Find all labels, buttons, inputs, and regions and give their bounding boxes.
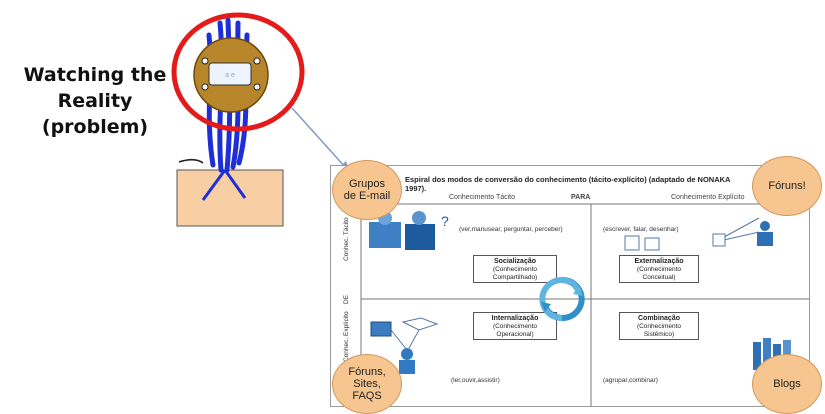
internalizacao-actions: (ler,ouvir,assistir) xyxy=(451,377,500,384)
reader-icon xyxy=(370,317,439,374)
row-label-explicit: Conhec. Explícito xyxy=(343,311,350,362)
chip-label xyxy=(208,62,252,86)
col-header-para: PARA xyxy=(571,194,591,201)
bubble-foruns-sites-faqs: Fóruns, Sites, FAQS xyxy=(332,354,402,414)
svg-text:?: ? xyxy=(441,213,449,229)
bubble-grupos-email: Grupos de E-mail xyxy=(332,160,402,220)
diagram-title-line1: Espiral dos modos de conversão do conhec… xyxy=(405,175,731,184)
computer-user-icon xyxy=(712,217,773,247)
col-header-explicit: Conhecimento Explícito xyxy=(671,194,745,201)
ground-hatch xyxy=(178,158,204,164)
col-header-tacit: Conhecimento Tácito xyxy=(449,194,516,201)
reality-illustration: a e xyxy=(171,12,305,227)
row-label-tacit: Conhec. Tácito xyxy=(343,217,350,261)
seci-diagram: Espiral dos modos de conversão do conhec… xyxy=(330,165,810,407)
diagram-title-line2: 1997). xyxy=(405,184,427,193)
documents-icon xyxy=(624,235,660,251)
combinacao-actions: (agrupar,combinar) xyxy=(603,377,658,384)
socializacao-actions: (ver,manusear, perguntar, perceber) xyxy=(459,226,563,233)
externalizacao-actions: (escrever, falar, desenhar) xyxy=(603,226,679,233)
combinacao-box: Combinação(Conhecimento Sistêmico) xyxy=(619,312,699,340)
bubble-foruns: Fóruns! xyxy=(752,156,822,216)
red-circle xyxy=(171,12,305,132)
socializacao-box: Socialização(Conhecimento Compartilhado) xyxy=(473,255,557,283)
watching-reality-label: Watching the Reality (problem) xyxy=(23,64,167,138)
spiral-cycle-icon xyxy=(539,276,585,322)
svg-text:a e: a e xyxy=(225,72,235,79)
bubble-blogs: Blogs xyxy=(752,354,822,414)
row-label-de: DE xyxy=(343,294,350,304)
internalizacao-box: Internalização(Conhecimento Operacional) xyxy=(473,312,557,340)
stick-figure-legs xyxy=(201,169,247,201)
people-talking-icon: ? xyxy=(369,211,449,250)
externalizacao-box: Externalização(Conhecimento Conceitual) xyxy=(619,255,699,283)
